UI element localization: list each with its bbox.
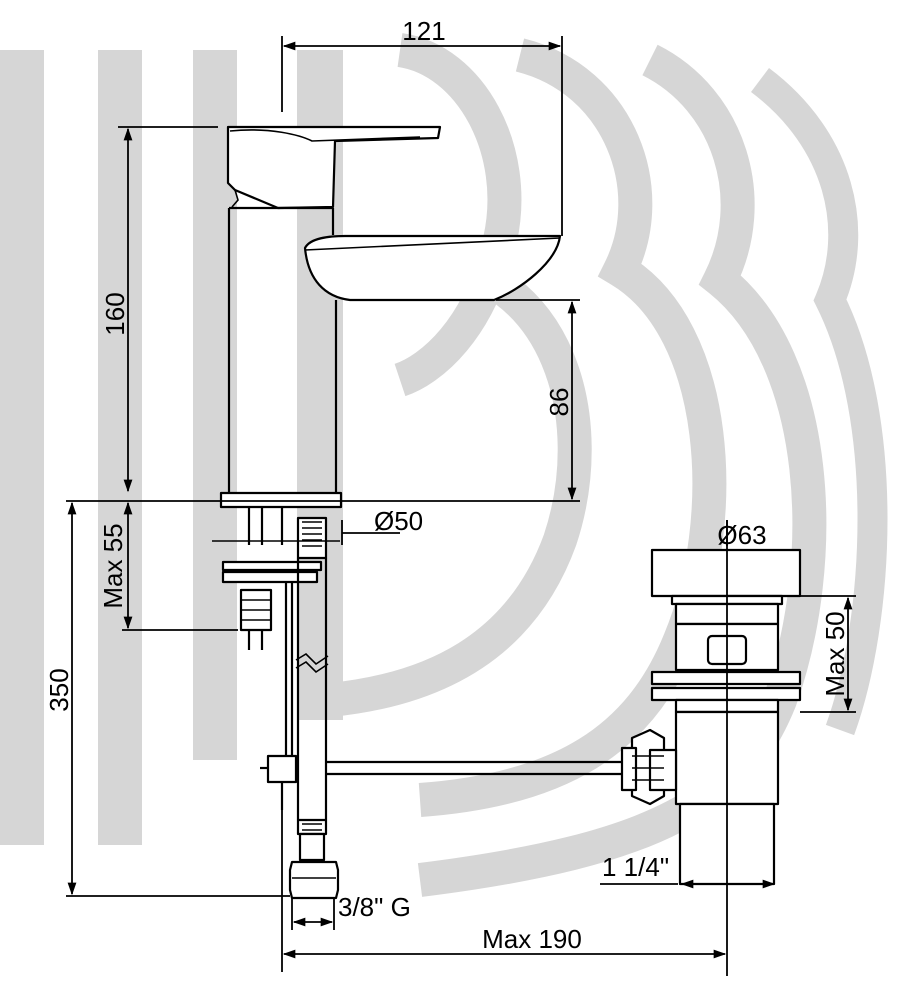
dimension-labels: 121 160 86 Ø50 Max 55 350 Ø63 Max 50 1 1… [44,16,850,954]
dim-max-deck-thickness: Max 55 [98,523,128,608]
dim-spout-height: 86 [544,388,574,417]
dim-base-diameter: Ø50 [374,506,423,536]
dimension-lines [66,36,856,976]
faucet-body [219,125,562,509]
dim-waste-max-basin: Max 50 [820,611,850,696]
dim-waste-head-diameter: Ø63 [717,520,766,550]
dim-inlet-connection: 3/8" G [338,892,411,922]
dim-waste-thread: 1 1/4" [602,852,669,882]
dim-max-rod-length: Max 190 [482,924,582,954]
mounting-hardware [212,507,632,900]
dim-hose-length: 350 [44,668,74,711]
dim-spout-reach: 121 [402,16,445,46]
dim-total-height: 160 [100,292,130,335]
